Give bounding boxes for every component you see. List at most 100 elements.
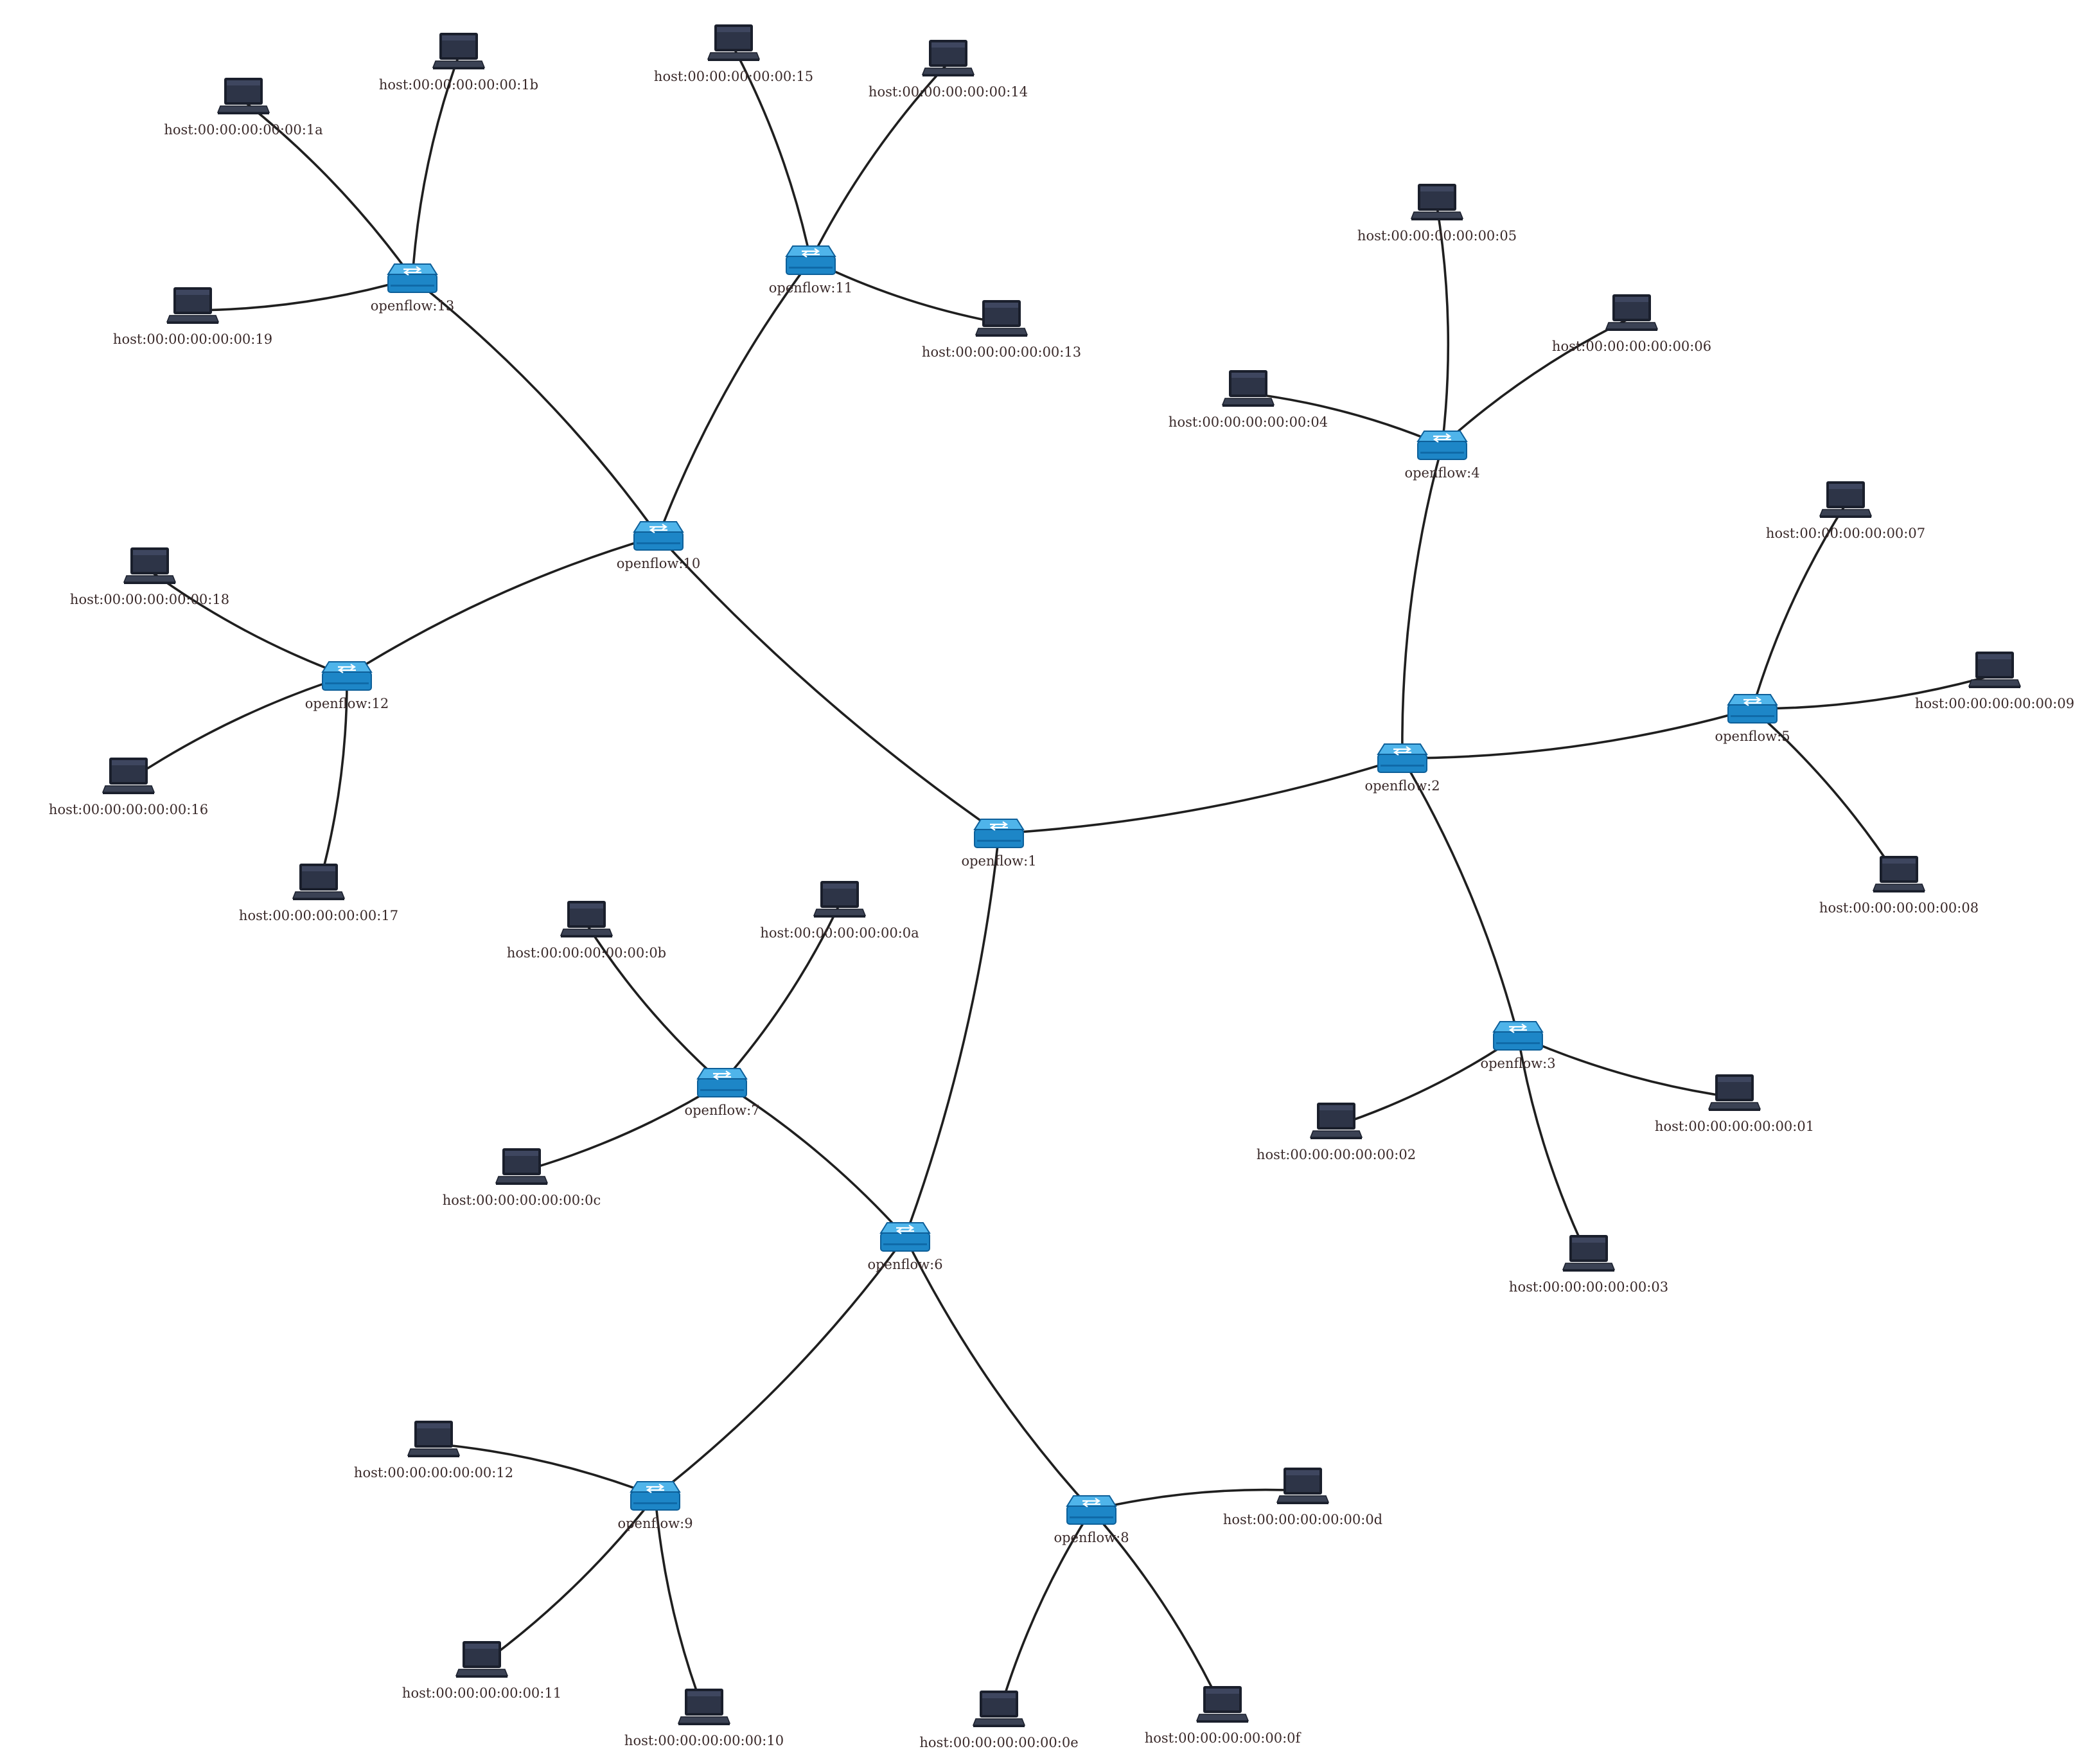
network-switch-icon xyxy=(633,521,684,551)
network-switch-icon xyxy=(387,263,438,293)
switch-node-s7[interactable]: openflow:7 xyxy=(684,1068,760,1118)
node-label: host:00:00:00:00:00:09 xyxy=(1915,696,2074,711)
links-layer xyxy=(128,47,1995,1714)
node-label: host:00:00:00:00:00:10 xyxy=(624,1733,784,1748)
node-label: host:00:00:00:00:00:05 xyxy=(1357,228,1517,244)
link-s3-h01 xyxy=(1517,1034,1735,1099)
node-label: host:00:00:00:00:00:14 xyxy=(869,84,1028,100)
host-node-h0e[interactable]: host:00:00:00:00:00:0e xyxy=(919,1691,1079,1750)
network-switch-icon xyxy=(973,819,1025,848)
host-node-h0a[interactable]: host:00:00:00:00:00:0a xyxy=(760,881,919,941)
switch-node-s2[interactable]: openflow:2 xyxy=(1364,743,1440,794)
link-s13-h19 xyxy=(192,277,413,312)
node-label: openflow:9 xyxy=(617,1516,693,1531)
link-s6-s8 xyxy=(904,1236,1093,1511)
host-node-h11[interactable]: host:00:00:00:00:00:11 xyxy=(402,1641,561,1701)
node-label: host:00:00:00:00:00:17 xyxy=(239,908,398,923)
host-node-h1b[interactable]: host:00:00:00:00:00:1b xyxy=(379,33,538,93)
host-node-h05[interactable]: host:00:00:00:00:00:05 xyxy=(1357,184,1517,244)
host-node-h06[interactable]: host:00:00:00:00:00:06 xyxy=(1552,294,1711,354)
switch-node-s9[interactable]: openflow:9 xyxy=(617,1481,693,1531)
node-label: host:00:00:00:00:00:12 xyxy=(354,1465,513,1480)
link-s7-h0a xyxy=(721,903,841,1084)
host-node-h0f[interactable]: host:00:00:00:00:00:0f xyxy=(1145,1686,1302,1746)
node-label: host:00:00:00:00:00:0a xyxy=(760,925,919,941)
network-switch-icon xyxy=(1066,1495,1117,1525)
network-switch-icon xyxy=(785,245,836,275)
host-node-h09[interactable]: host:00:00:00:00:00:09 xyxy=(1915,652,2074,711)
link-s4-h06 xyxy=(1441,316,1632,447)
switch-node-s6[interactable]: openflow:6 xyxy=(867,1222,943,1272)
network-switch-icon xyxy=(1416,431,1468,460)
laptop-host-icon xyxy=(432,33,486,69)
host-node-h12[interactable]: host:00:00:00:00:00:12 xyxy=(354,1421,513,1480)
link-s13-h1b xyxy=(411,55,460,279)
switch-node-s12[interactable]: openflow:12 xyxy=(305,661,389,711)
host-node-h0d[interactable]: host:00:00:00:00:00:0d xyxy=(1223,1468,1382,1527)
host-node-h08[interactable]: host:00:00:00:00:00:08 xyxy=(1819,856,1979,916)
host-node-h14[interactable]: host:00:00:00:00:00:14 xyxy=(869,40,1028,100)
node-label: host:00:00:00:00:00:03 xyxy=(1509,1279,1668,1295)
link-s2-s4 xyxy=(1401,445,1443,759)
host-node-h03[interactable]: host:00:00:00:00:00:03 xyxy=(1509,1235,1668,1295)
laptop-host-icon xyxy=(975,300,1028,337)
host-node-h1a[interactable]: host:00:00:00:00:00:1a xyxy=(164,78,323,138)
node-label: openflow:3 xyxy=(1480,1056,1555,1071)
switch-node-s10[interactable]: openflow:10 xyxy=(617,521,700,571)
nodes-layer: openflow:1 openflow:2 openflow:3 openflow:4… xyxy=(49,24,2074,1750)
laptop-host-icon xyxy=(1221,370,1275,407)
link-s6-s9 xyxy=(654,1236,906,1497)
node-label: host:00:00:00:00:00:0b xyxy=(507,945,666,961)
node-label: host:00:00:00:00:00:15 xyxy=(654,69,813,84)
switch-node-s8[interactable]: openflow:8 xyxy=(1054,1495,1129,1545)
laptop-host-icon xyxy=(1276,1468,1330,1504)
node-label: openflow:8 xyxy=(1054,1530,1129,1545)
link-s1-s2 xyxy=(998,757,1403,835)
host-node-h15[interactable]: host:00:00:00:00:00:15 xyxy=(654,24,813,84)
host-node-h0b[interactable]: host:00:00:00:00:00:0b xyxy=(507,901,666,961)
laptop-host-icon xyxy=(1562,1235,1616,1272)
laptop-host-icon xyxy=(1968,652,2022,688)
laptop-host-icon xyxy=(921,40,975,76)
host-node-h10[interactable]: host:00:00:00:00:00:10 xyxy=(624,1689,784,1748)
laptop-host-icon xyxy=(455,1641,509,1678)
switch-node-s13[interactable]: openflow:13 xyxy=(371,263,454,314)
host-node-h0c[interactable]: host:00:00:00:00:00:0c xyxy=(443,1148,601,1208)
link-s6-s7 xyxy=(721,1081,906,1238)
laptop-host-icon xyxy=(216,78,270,114)
laptop-host-icon xyxy=(1309,1103,1363,1139)
host-node-h19[interactable]: host:00:00:00:00:00:19 xyxy=(113,287,272,347)
switch-node-s5[interactable]: openflow:5 xyxy=(1715,694,1790,744)
laptop-host-icon xyxy=(813,881,867,918)
switch-node-s3[interactable]: openflow:3 xyxy=(1480,1021,1556,1071)
node-label: host:00:00:00:00:00:19 xyxy=(113,332,272,347)
link-s5-h08 xyxy=(1751,707,1900,880)
host-node-h13[interactable]: host:00:00:00:00:00:13 xyxy=(922,300,1081,360)
laptop-host-icon xyxy=(292,864,346,900)
switch-node-s11[interactable]: openflow:11 xyxy=(769,245,852,296)
host-node-h16[interactable]: host:00:00:00:00:00:16 xyxy=(49,758,208,817)
node-label: host:00:00:00:00:00:08 xyxy=(1819,900,1979,916)
switch-node-s1[interactable]: openflow:1 xyxy=(961,819,1037,869)
node-label: host:00:00:00:00:00:13 xyxy=(922,344,1081,360)
link-s11-h15 xyxy=(732,47,812,261)
host-node-h04[interactable]: host:00:00:00:00:00:04 xyxy=(1169,370,1328,430)
network-switch-icon xyxy=(321,661,373,691)
link-s4-h04 xyxy=(1248,392,1443,447)
laptop-host-icon xyxy=(166,287,220,324)
switch-node-s4[interactable]: openflow:4 xyxy=(1404,431,1480,481)
host-node-h17[interactable]: host:00:00:00:00:00:17 xyxy=(239,864,398,923)
node-label: openflow:4 xyxy=(1404,465,1479,481)
link-s8-h0d xyxy=(1091,1488,1303,1511)
network-switch-icon xyxy=(1492,1021,1544,1051)
host-node-h02[interactable]: host:00:00:00:00:00:02 xyxy=(1257,1103,1416,1162)
link-s1-s6 xyxy=(904,833,1000,1238)
laptop-host-icon xyxy=(1819,481,1873,518)
host-node-h01[interactable]: host:00:00:00:00:00:01 xyxy=(1655,1074,1814,1134)
host-node-h18[interactable]: host:00:00:00:00:00:18 xyxy=(70,547,229,607)
host-node-h07[interactable]: host:00:00:00:00:00:07 xyxy=(1766,481,1925,541)
link-s2-s5 xyxy=(1402,707,1753,759)
laptop-host-icon xyxy=(407,1421,461,1457)
node-label: host:00:00:00:00:00:0d xyxy=(1223,1512,1382,1527)
